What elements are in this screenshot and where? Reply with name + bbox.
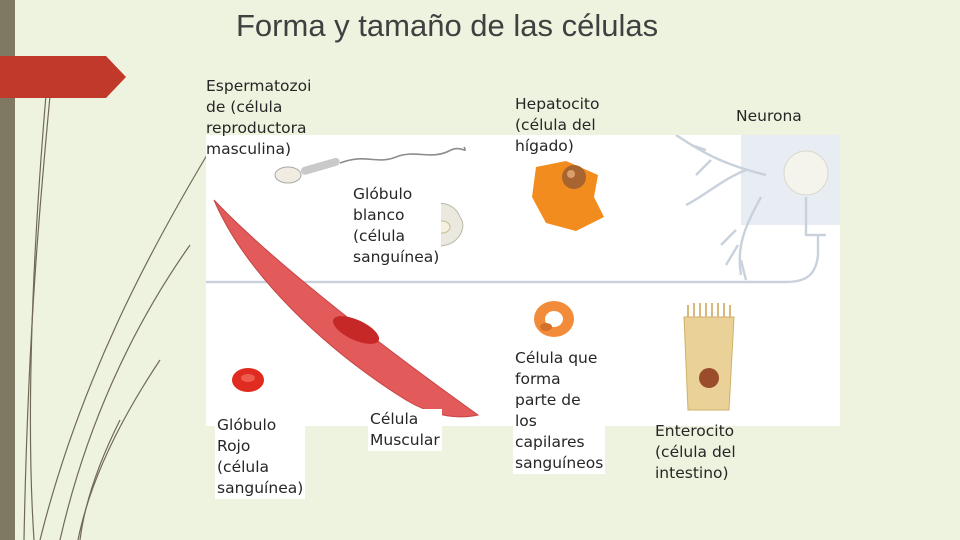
- label-globulo-blanco: Glóbulo blanco (célula sanguínea): [351, 184, 442, 268]
- muscle-cell: [213, 199, 480, 418]
- enterocyte-cell: [683, 303, 735, 411]
- sperm-cell: [274, 146, 466, 184]
- neuron-cell: [206, 135, 840, 284]
- decorative-stems: [23, 74, 211, 540]
- label-hepatocito: Hepatocito (célula del hígado): [515, 95, 600, 155]
- label-globulo-rojo: Glóbulo Rojo (célula sanguínea): [215, 415, 306, 499]
- label-espermatozoide: Espermatozoi de (célula reproductora mas…: [206, 77, 312, 158]
- accent-arrow: [0, 56, 126, 98]
- left-decorative-bar: [0, 0, 15, 540]
- slide-title: Forma y tamaño de las células: [236, 8, 659, 43]
- label-enterocito: Enterocito (célula del intestino): [655, 422, 736, 482]
- red-blood-cell: [232, 368, 264, 392]
- label-capilares: Célula que forma parte de los capilares …: [513, 348, 606, 474]
- label-neurona: Neurona: [736, 107, 802, 125]
- capillary-cell: [534, 301, 574, 337]
- label-celula-muscular: Célula Muscular: [368, 409, 442, 451]
- hepatocyte-cell: [532, 161, 604, 231]
